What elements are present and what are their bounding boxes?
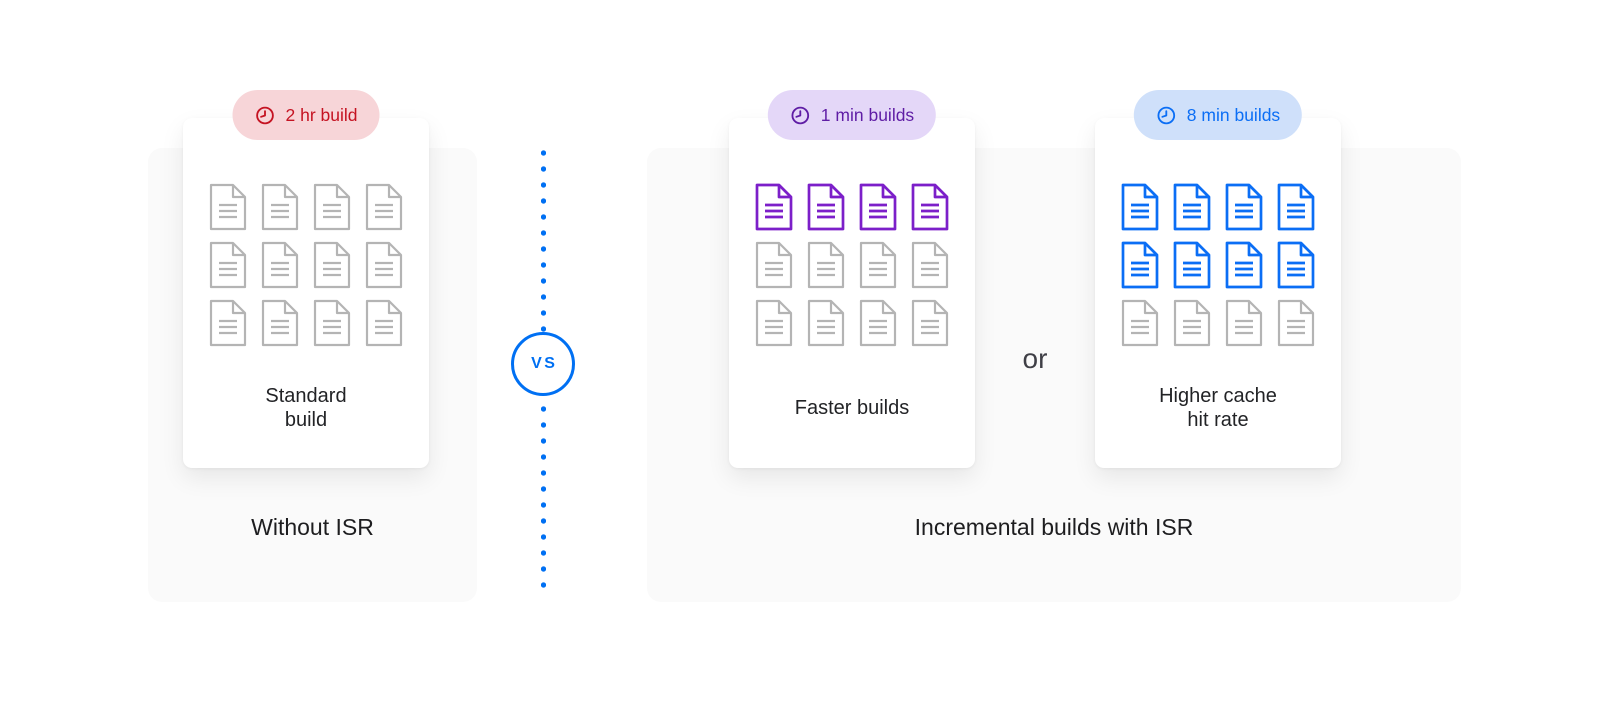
document-row [753, 183, 951, 231]
document-icon [1173, 183, 1211, 231]
document-icon [261, 183, 299, 231]
document-icon [1121, 299, 1159, 347]
document-icon [807, 183, 845, 231]
without-isr-label: Without ISR [251, 514, 374, 540]
clock-icon [256, 106, 274, 124]
faster-builds-card: 1 min builds Faster builds [729, 90, 975, 468]
vs-badge: VS [511, 332, 575, 396]
document-row [1119, 241, 1317, 289]
clock-icon [1157, 106, 1176, 124]
document-row [753, 241, 951, 289]
document-icon [313, 183, 351, 231]
document-icon [365, 299, 403, 347]
document-icon [1225, 299, 1263, 347]
document-row [1119, 299, 1317, 347]
document-icon [859, 299, 897, 347]
document-icon [1225, 241, 1263, 289]
document-icon [209, 183, 247, 231]
standard-build-card: 2 hr build Standard build [183, 90, 429, 468]
document-icon [755, 241, 793, 289]
clock-icon [791, 106, 810, 124]
document-icon [261, 299, 299, 347]
badge-label: 2 hr build [285, 104, 358, 125]
document-row [207, 183, 405, 231]
badge-label: 8 min builds [1186, 104, 1281, 125]
document-icon [1225, 183, 1263, 231]
document-icon [911, 241, 949, 289]
pages-grid [183, 183, 429, 347]
pages-grid [1095, 183, 1341, 347]
document-row [753, 299, 951, 347]
document-icon [1121, 241, 1159, 289]
card-caption: Higher cache hit rate [1159, 384, 1277, 431]
document-icon [807, 241, 845, 289]
document-icon [859, 183, 897, 231]
document-icon [807, 299, 845, 347]
document-icon [365, 183, 403, 231]
document-icon [1277, 299, 1315, 347]
pages-grid [729, 183, 975, 347]
badge-label: 1 min builds [820, 104, 915, 125]
document-row [207, 299, 405, 347]
or-label: or [1022, 343, 1048, 374]
document-icon [911, 183, 949, 231]
document-icon [209, 241, 247, 289]
document-icon [261, 241, 299, 289]
document-icon [1277, 183, 1315, 231]
document-icon [209, 299, 247, 347]
with-isr-label: Incremental builds with ISR [914, 514, 1194, 540]
document-icon [313, 241, 351, 289]
document-icon [1173, 241, 1211, 289]
document-row [1119, 183, 1317, 231]
document-icon [755, 183, 793, 231]
card-caption: Faster builds [794, 396, 910, 419]
document-icon [1277, 241, 1315, 289]
document-row [207, 241, 405, 289]
document-icon [755, 299, 793, 347]
document-icon [365, 241, 403, 289]
document-icon [1173, 299, 1211, 347]
higher-cache-card: 8 min builds Higher cache hit rate [1095, 90, 1341, 468]
build-time-badge: 1 min builds [767, 90, 937, 140]
document-icon [1121, 183, 1159, 231]
build-time-badge: 2 hr build [232, 90, 380, 140]
document-icon [313, 299, 351, 347]
document-icon [911, 299, 949, 347]
document-icon [859, 241, 897, 289]
vs-label: VS [531, 355, 558, 372]
card-caption: Standard build [265, 384, 347, 431]
build-time-badge: 8 min builds [1133, 90, 1303, 140]
